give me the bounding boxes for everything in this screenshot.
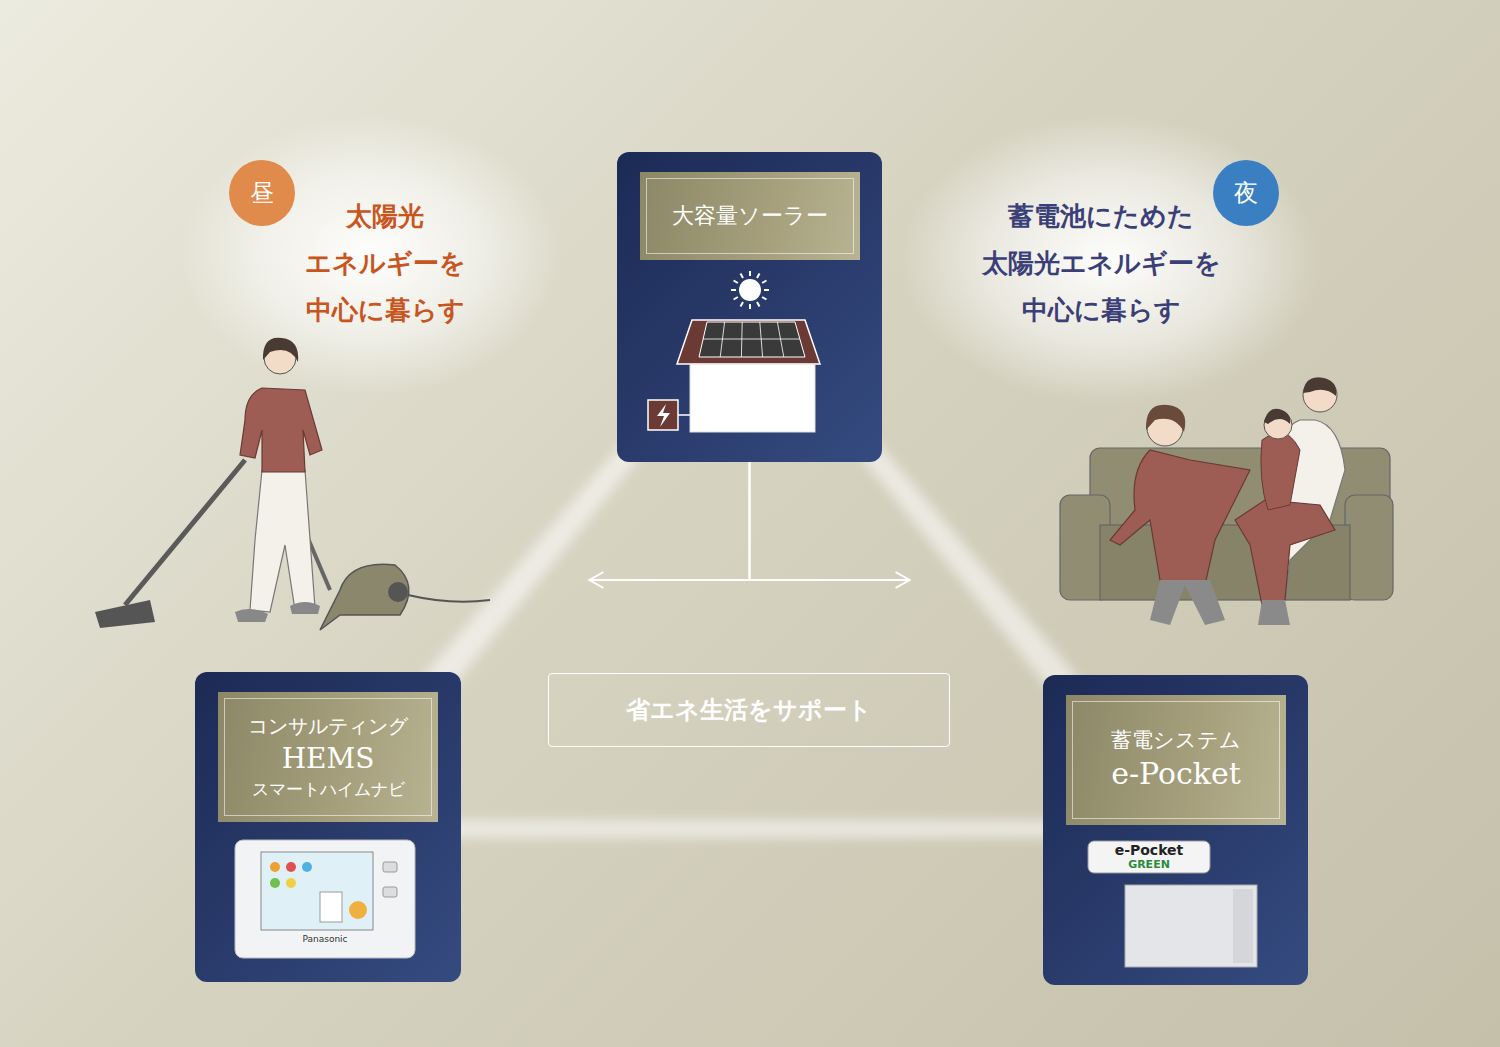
product-logo-sub: GREEN bbox=[1091, 858, 1207, 871]
badge-text: 昼 bbox=[250, 177, 274, 209]
product-card: 大容量ソーラー bbox=[617, 152, 882, 462]
sun-ray bbox=[734, 281, 738, 284]
label-plate: 大容量ソーラー bbox=[640, 172, 860, 260]
screen-icon bbox=[270, 862, 280, 872]
card-title: コンサルティング bbox=[248, 713, 408, 740]
panel-grid bbox=[741, 322, 743, 357]
sun-ray bbox=[741, 302, 744, 306]
monitor-button bbox=[383, 862, 397, 872]
sun-icon bbox=[739, 279, 761, 301]
light-beams bbox=[420, 440, 1080, 838]
monitor-screen bbox=[261, 852, 373, 930]
summary-box: 省エネ生活をサポート bbox=[548, 673, 950, 747]
sun-ray bbox=[749, 304, 751, 309]
product-logo: e-Pocket bbox=[1091, 842, 1207, 859]
sun-ray bbox=[764, 289, 769, 291]
sun-ray bbox=[757, 302, 760, 306]
label-plate: 蓄電システムe-Pocket bbox=[1066, 695, 1286, 825]
time-badge: 夜 bbox=[1213, 160, 1279, 226]
sun-ray bbox=[762, 297, 766, 300]
outlet-box bbox=[648, 400, 678, 430]
product-card: コンサルティングHEMSスマートハイムナビ Panasonic bbox=[195, 672, 461, 982]
monitor-button bbox=[383, 887, 397, 897]
product-card: 蓄電システムe-Pockete-PocketGREEN bbox=[1043, 675, 1308, 985]
house-roof bbox=[677, 320, 820, 364]
screen-icon bbox=[302, 862, 312, 872]
card-title: スマートハイムナビ bbox=[252, 778, 405, 801]
box-text: 省エネ生活をサポート bbox=[626, 694, 872, 726]
brand-text: Panasonic bbox=[255, 934, 395, 945]
sun-ray bbox=[734, 297, 738, 300]
sun-ray bbox=[741, 274, 744, 278]
sun-ray bbox=[749, 271, 751, 276]
screen-mascot bbox=[349, 901, 367, 919]
sun-ray bbox=[757, 274, 760, 278]
day-caption: 太陽光 エネルギーを 中心に暮らす bbox=[295, 193, 475, 334]
panel-grid bbox=[777, 322, 783, 357]
card-title: e-Pocket bbox=[1111, 754, 1241, 795]
label-plate: コンサルティングHEMSスマートハイムナビ bbox=[218, 692, 438, 822]
card-title: 蓄電システム bbox=[1111, 726, 1241, 754]
lightning-icon bbox=[657, 404, 670, 427]
sun-ray bbox=[762, 281, 766, 284]
card-title: 大容量ソーラー bbox=[672, 201, 828, 231]
house-wall bbox=[690, 364, 815, 432]
night-caption: 蓄電池にためた 太陽光エネルギーを 中心に暮らす bbox=[970, 193, 1232, 334]
screen-house bbox=[320, 892, 342, 922]
screen-icon bbox=[286, 862, 296, 872]
glow bbox=[900, 115, 1320, 405]
panel-grid bbox=[760, 322, 763, 357]
screen-icon bbox=[286, 878, 296, 888]
connector-arrow bbox=[590, 462, 750, 580]
panel-grid bbox=[720, 322, 724, 357]
badge-text: 夜 bbox=[1234, 177, 1258, 209]
epocket-badge bbox=[1088, 841, 1210, 873]
woman-vacuuming bbox=[95, 338, 490, 630]
glow bbox=[180, 115, 560, 395]
hems-monitor bbox=[235, 840, 415, 958]
battery-side bbox=[1233, 889, 1253, 963]
family-on-sofa bbox=[1060, 378, 1393, 625]
panel-grid bbox=[703, 339, 800, 340]
connector-arrow bbox=[750, 462, 910, 580]
card-title: HEMS bbox=[282, 740, 375, 778]
solar-panel bbox=[699, 322, 805, 357]
time-badge: 昼 bbox=[229, 160, 295, 226]
wire bbox=[678, 414, 690, 416]
sun-ray bbox=[731, 289, 736, 291]
battery-unit bbox=[1125, 885, 1257, 967]
screen-icon bbox=[270, 878, 280, 888]
